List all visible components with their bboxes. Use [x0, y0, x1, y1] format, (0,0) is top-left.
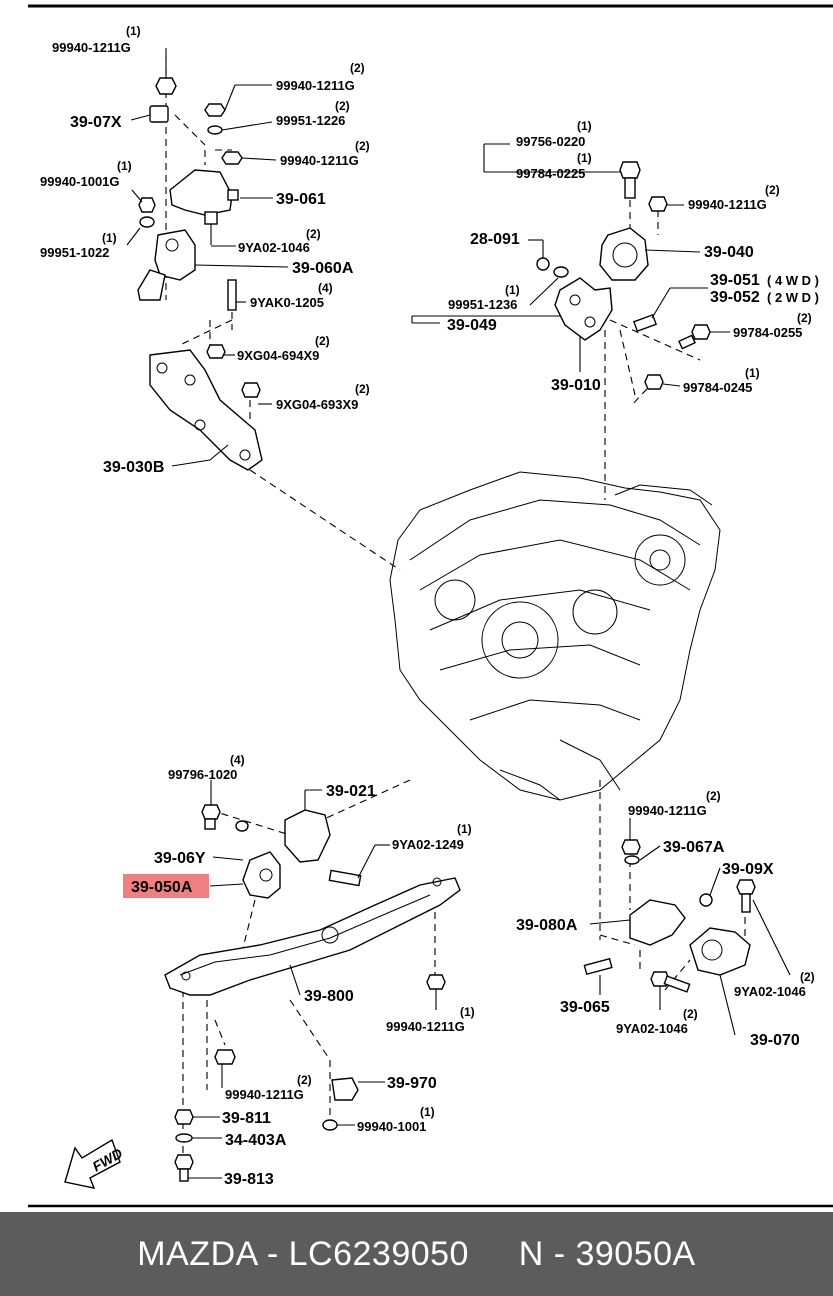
qty-label: (1): [420, 1105, 435, 1119]
callout-label: 39-060A: [292, 260, 354, 277]
part-number-label: 9YA02-1249: [392, 837, 464, 852]
qty-label: (2): [335, 99, 350, 113]
callout-label: 39-065: [560, 999, 610, 1016]
qty-label: (4): [230, 753, 245, 767]
part-number-label: 9YA02-1046: [616, 1021, 688, 1036]
callout-label: 28-091: [470, 231, 520, 248]
callout-label: 39-040: [704, 244, 754, 261]
callout-label: 39-021: [326, 783, 376, 800]
qty-label: (2): [706, 789, 721, 803]
qty-label: (2): [765, 183, 780, 197]
callout-label: 39-811: [222, 1110, 271, 1127]
callout-label: 39-06Y: [154, 850, 206, 867]
qty-label: (2): [315, 334, 330, 348]
part-number-label: 99951-1236: [448, 297, 517, 312]
qty-label: (2): [800, 970, 815, 984]
footer-part-text: MAZDA - LC6239050 N - 39050A: [137, 1234, 696, 1273]
qty-label: (1): [505, 283, 520, 297]
part-number-label: 99784-0225: [516, 166, 585, 181]
qty-label: (2): [350, 61, 365, 75]
qty-label: (1): [102, 231, 117, 245]
qty-label: (2): [297, 1073, 312, 1087]
part-number-label: 9YA02-1046: [734, 984, 806, 999]
qty-label: (2): [355, 139, 370, 153]
part-number-label: 99940-1211G: [386, 1019, 465, 1034]
part-number-label: 99951-1022: [40, 245, 109, 260]
qualifier-label: ( 2 W D ): [767, 290, 819, 305]
callout-label: 39-061: [276, 191, 326, 208]
assembly-lines: [165, 55, 746, 1160]
part-number-label: 99796-1020: [168, 767, 237, 782]
part-number-label: 99940-1001G: [40, 174, 120, 189]
callout-label: 39-052: [710, 289, 760, 306]
fwd-arrow: FWD: [64, 1138, 125, 1189]
part-number-label: 9YAK0-1205: [250, 295, 324, 310]
part-number-label: 99940-1211G: [628, 803, 707, 818]
labels: (1) 99940-1211G (2) 99940-1211G (2) 9995…: [40, 24, 819, 1188]
callout-label: 34-403A: [225, 1132, 287, 1149]
highlight-box: [123, 874, 209, 898]
callout-label: 39-070: [750, 1032, 800, 1049]
callout-label: 39-080A: [516, 917, 578, 934]
callout-label: 39-049: [447, 317, 497, 334]
qty-label: (4): [318, 281, 333, 295]
part-number-label: 99940-1211G: [276, 78, 355, 93]
part-number-label: 9XG04-694X9: [237, 348, 319, 363]
callout-label: 39-800: [304, 988, 354, 1005]
qty-label: (1): [126, 24, 141, 38]
callout-label: 39-813: [224, 1171, 274, 1188]
leader-lines: [126, 48, 791, 1179]
callout-label: 39-09X: [722, 861, 774, 878]
qty-label: (1): [117, 159, 132, 173]
footer-banner: MAZDA - LC6239050 N - 39050A: [0, 1212, 833, 1296]
part-number-label: 99951-1226: [276, 113, 345, 128]
part-number-label: 99940-1001: [357, 1119, 426, 1134]
callout-label: 39-07X: [70, 114, 122, 131]
qty-label: (2): [797, 311, 812, 325]
part-number-label: 99940-1211G: [225, 1087, 304, 1102]
parts-diagram: FWD (1) 99940-1211G (2) 99940-1211G (2) …: [28, 4, 833, 1208]
qty-label: (1): [460, 1005, 475, 1019]
part-number-label: 99940-1211G: [688, 197, 767, 212]
callout-label: 39-010: [551, 377, 601, 394]
part-number-label: 99940-1211G: [280, 153, 359, 168]
callout-label: 39-051: [710, 272, 760, 289]
qty-label: (2): [306, 227, 321, 241]
qty-label: (1): [577, 119, 592, 133]
part-graphics: [137, 77, 756, 1182]
part-number-label: 99784-0255: [733, 325, 802, 340]
part-number-label: 99756-0220: [516, 134, 585, 149]
highlighted-part-label: 39-050A: [131, 879, 193, 896]
qualifier-label: ( 4 W D ): [767, 273, 819, 288]
part-number-label: 9YA02-1046: [238, 240, 310, 255]
qty-label: (1): [745, 366, 760, 380]
part-number-label: 99784-0245: [683, 380, 752, 395]
engine-outline: [389, 471, 721, 801]
qty-label: (2): [683, 1007, 698, 1021]
callout-label: 39-970: [387, 1075, 437, 1092]
callout-label: 39-067A: [663, 839, 725, 856]
qty-label: (1): [457, 822, 472, 836]
qty-label: (1): [577, 151, 592, 165]
part-number-label: 99940-1211G: [52, 40, 131, 55]
callout-label: 39-030B: [103, 459, 164, 476]
qty-label: (2): [355, 382, 370, 396]
part-number-label: 9XG04-693X9: [276, 397, 358, 412]
